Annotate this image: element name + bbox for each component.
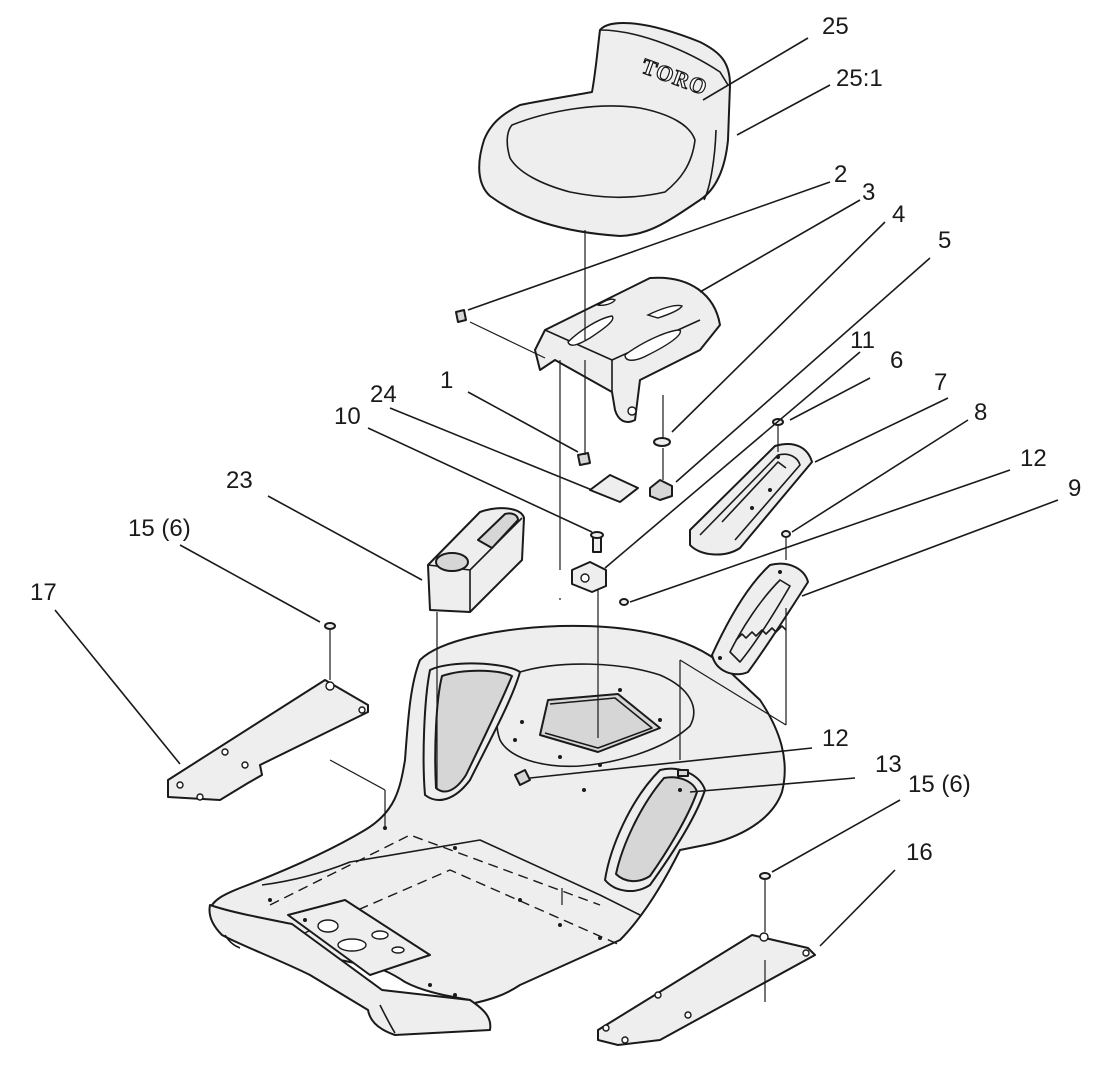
cup-holder [427, 507, 525, 613]
bolt-2 [455, 309, 467, 323]
seat: TORO [478, 22, 731, 237]
assembly-axes [329, 230, 787, 1002]
callout-4: 4 [892, 201, 905, 228]
callout-25-1: 25:1 [836, 65, 883, 92]
callout-9: 9 [1068, 475, 1081, 502]
fastener-15-left [324, 622, 336, 630]
screw-8 [781, 530, 791, 538]
callout-24: 24 [370, 381, 397, 408]
callout-7: 7 [934, 369, 947, 396]
callout-12-top: 12 [1020, 445, 1047, 472]
callout-13: 13 [875, 751, 902, 778]
pad-24 [589, 474, 639, 503]
callout-17: 17 [30, 579, 57, 606]
callout-3: 3 [862, 179, 875, 206]
ratchet-plate [711, 562, 809, 676]
callout-5: 5 [938, 227, 951, 254]
knob-5 [649, 479, 673, 501]
callout-labels: 25 25:1 2 3 4 5 11 6 1 24 7 10 8 12 9 23… [30, 13, 1081, 866]
callout-10: 10 [334, 403, 361, 430]
nut-12-bottom [514, 769, 531, 786]
washer-4 [653, 437, 671, 447]
callout-15-left: 15 (6) [128, 515, 191, 542]
callout-1: 1 [440, 367, 453, 394]
seat-pan [534, 276, 721, 423]
bracket-11 [571, 561, 607, 593]
right-side-panel [597, 932, 816, 1046]
seat-adjust-plate [689, 443, 813, 556]
screw-10 [590, 531, 604, 553]
callout-16: 16 [906, 839, 933, 866]
nut-1 [577, 452, 591, 466]
fender-body [208, 624, 786, 1036]
callout-23: 23 [226, 467, 253, 494]
left-side-panel [167, 679, 369, 801]
callout-8: 8 [974, 399, 987, 426]
callout-25: 25 [822, 13, 849, 40]
callout-15-right: 15 (6) [908, 771, 971, 798]
callout-12-bottom: 12 [822, 725, 849, 752]
callout-6: 6 [890, 347, 903, 374]
callout-11: 11 [850, 327, 875, 354]
nut-12-top [619, 598, 629, 606]
callout-2: 2 [834, 161, 847, 188]
fastener-15-right [759, 872, 771, 880]
leader-lines [54, 37, 1059, 947]
